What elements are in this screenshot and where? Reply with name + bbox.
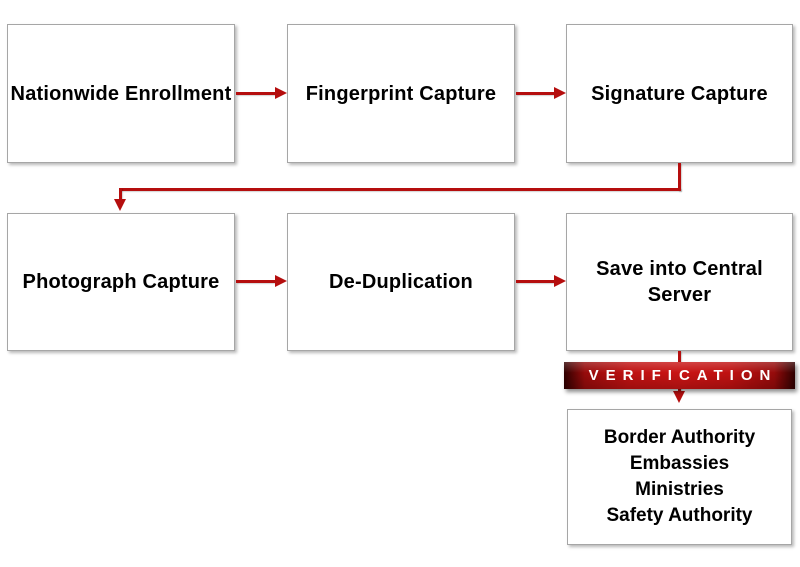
connector-signature-to-photograph-arrowhead-icon	[114, 199, 126, 211]
step-box-save-central-server: Save into Central Server	[566, 213, 793, 351]
destination-ministries: Ministries	[635, 479, 724, 500]
verification-banner: VERIFICATION	[564, 362, 795, 389]
destination-safety-authority: Safety Authority	[606, 505, 753, 526]
connector-signature-to-photograph-vertical-line	[678, 163, 681, 191]
connector-signature-to-photograph-horizontal-line	[119, 188, 681, 191]
step-box-nationwide-enrollment: Nationwide Enrollment	[7, 24, 235, 163]
step-box-de-duplication: De-Duplication	[287, 213, 515, 351]
connector-enrollment-to-fingerprint-arrowhead-icon	[275, 87, 287, 99]
step-box-signature-capture: Signature Capture	[566, 24, 793, 163]
step-label-save-central-server: Save into Central Server	[596, 258, 763, 306]
step-label-photograph-capture: Photograph Capture	[22, 271, 220, 293]
step-box-photograph-capture: Photograph Capture	[7, 213, 235, 351]
connector-photograph-to-deduplication-line	[236, 280, 275, 283]
connector-enrollment-to-fingerprint-line	[236, 92, 275, 95]
destination-border-authority: Border Authority	[603, 427, 756, 448]
step-label-de-duplication: De-Duplication	[329, 271, 473, 293]
connector-save-to-destinations-arrowhead-icon	[673, 391, 685, 403]
destination-embassies: Embassies	[629, 453, 730, 474]
connector-photograph-to-deduplication-arrowhead-icon	[275, 275, 287, 287]
step-label-nationwide-enrollment: Nationwide Enrollment	[10, 82, 232, 105]
connector-signature-to-photograph-drop-line	[119, 188, 122, 200]
destinations-box: Border Authority Embassies Ministries Sa…	[567, 409, 792, 545]
connector-deduplication-to-save-arrowhead-icon	[554, 275, 566, 287]
step-box-fingerprint-capture: Fingerprint Capture	[287, 24, 515, 163]
step-label-signature-capture: Signature Capture	[591, 82, 768, 105]
connector-fingerprint-to-signature-arrowhead-icon	[554, 87, 566, 99]
verification-banner-label: VERIFICATION	[588, 367, 778, 384]
connector-fingerprint-to-signature-line	[516, 92, 554, 95]
connector-deduplication-to-save-line	[516, 280, 554, 283]
step-label-fingerprint-capture: Fingerprint Capture	[305, 82, 497, 105]
